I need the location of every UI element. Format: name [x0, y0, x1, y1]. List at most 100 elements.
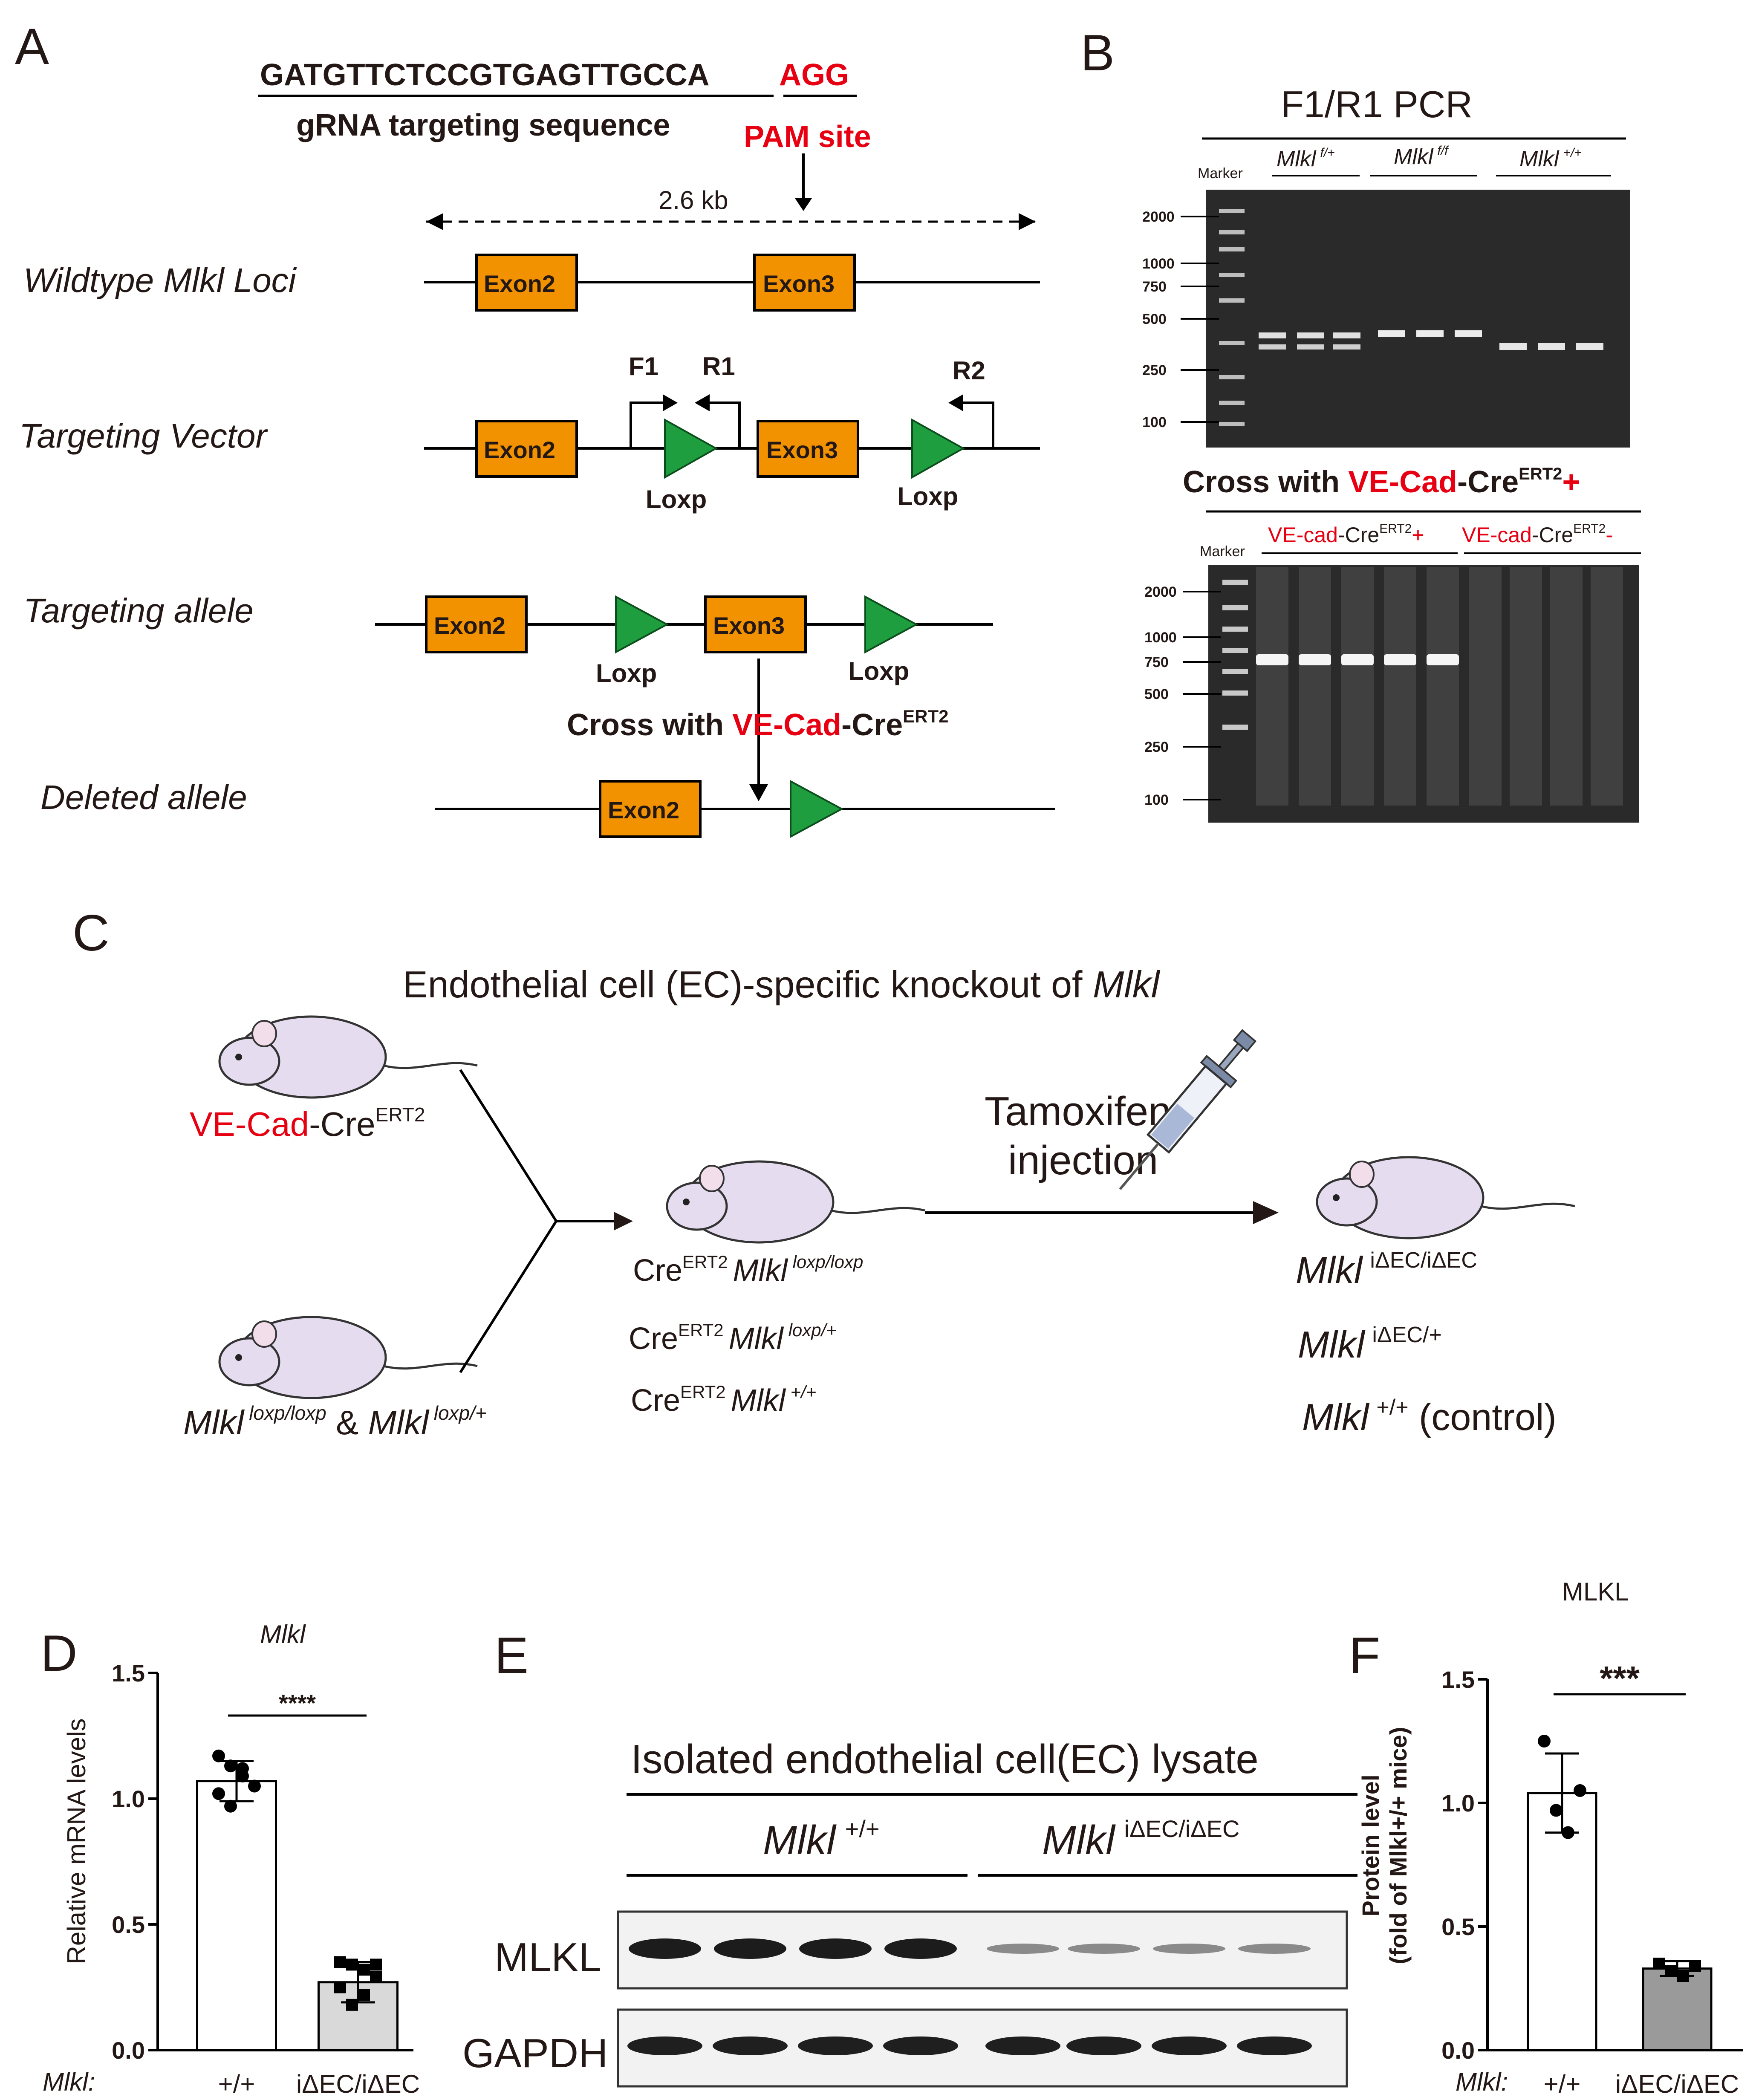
mouse2-geno1: loxp/loxp — [249, 1402, 326, 1424]
mlkl-band — [1068, 1944, 1140, 1954]
panel-c-label: C — [72, 904, 110, 962]
gene: Mlkl — [731, 1384, 786, 1418]
bar — [1527, 1792, 1597, 2051]
loxp-triangle — [864, 595, 918, 654]
dna-band — [1538, 343, 1565, 350]
dna-band — [1416, 330, 1444, 337]
data-point — [1689, 1960, 1701, 1972]
row-vector-label: Targeting Vector — [19, 417, 268, 455]
lane-smear — [1256, 567, 1288, 806]
loxp-label: Loxp — [646, 485, 707, 514]
data-point — [248, 1779, 261, 1793]
lane-smear — [1299, 567, 1331, 806]
cross-label: Cross with VE-Cad-CreERT2 — [567, 706, 949, 742]
geno: +/+ — [1376, 1395, 1408, 1420]
data-point — [212, 1787, 225, 1800]
dna-band — [1333, 344, 1360, 350]
mlkl-band — [884, 1938, 957, 1959]
ladder-band — [1219, 247, 1245, 251]
loxp-triangle — [911, 418, 965, 479]
gel-top-marker-label: Marker — [1198, 165, 1243, 182]
dna-band — [1384, 654, 1416, 665]
gel-top-bands — [1219, 209, 1603, 426]
mlkl-band — [629, 1938, 701, 1959]
geno: loxp/+ — [788, 1320, 837, 1340]
group-sup: ERT2 — [1379, 522, 1412, 536]
chart-f-xprefix: Mlkl: — [1456, 2068, 1508, 2096]
gene: Mlkl — [1302, 1396, 1370, 1438]
dna-band — [1378, 330, 1405, 337]
dna-band — [1333, 332, 1360, 338]
ladder-tick-label: 1000 — [1144, 630, 1177, 646]
gel-bottom-group-2: VE-cad-CreERT2- — [1462, 522, 1613, 547]
blot-group-1: Mlkl+/+ — [763, 1815, 880, 1863]
y-tick-label: 1.0 — [112, 1785, 145, 1812]
chart-d-xprefix: Mlkl: — [43, 2068, 95, 2096]
geno: loxp/loxp — [793, 1252, 864, 1272]
row-deleted-label: Deleted allele — [40, 778, 247, 816]
blot-title: Isolated endothelial cell(EC) lysate — [631, 1736, 1259, 1782]
lane-smear — [1341, 567, 1374, 806]
mlkl-band — [714, 1938, 786, 1959]
data-point — [1562, 1826, 1574, 1839]
blot-mlkl-bands — [629, 1938, 1311, 1959]
ladder-band — [1222, 669, 1248, 674]
gel-top-image — [1206, 190, 1630, 448]
primer-f1-head — [663, 394, 678, 411]
result-genotype-3: Mlkl+/+ (control) — [1302, 1395, 1557, 1438]
ladder-tick-label: 2000 — [1144, 584, 1177, 600]
cre: Cre — [629, 1322, 678, 1356]
pam-arrow-head — [795, 198, 812, 211]
exon2-label: Exon2 — [484, 436, 555, 463]
panel-d-label: D — [40, 1625, 78, 1682]
data-point — [1538, 1735, 1551, 1748]
ladder-band — [1219, 209, 1245, 213]
lane-smear — [1510, 567, 1542, 806]
ladder-band — [1219, 298, 1245, 303]
gene: Mlkl — [729, 1322, 784, 1356]
merge-line-bottom — [459, 1220, 557, 1373]
lane-smear — [1550, 567, 1583, 806]
exon2-box — [475, 254, 578, 312]
cre-sup: ERT2 — [682, 1252, 728, 1272]
exon2-label: Exon2 — [608, 797, 679, 823]
ladder-band — [1222, 580, 1248, 585]
mouse-icon — [218, 1316, 478, 1399]
gel-bottom-group-1: VE-cad-CreERT2+ — [1268, 522, 1424, 547]
ladder-band — [1222, 725, 1248, 730]
bar — [196, 1780, 277, 2051]
group-sup: +/+ — [1563, 146, 1581, 160]
chart-d-ylabel: Relative mRNA levels — [62, 1719, 91, 1964]
mlkl-band — [987, 1944, 1059, 1954]
loxp-triangle — [615, 595, 669, 654]
panel-d: D Mlkl Relative mRNA levels 0.00.51.01.5… — [40, 1620, 420, 2098]
group-gene: Mlkl — [1277, 147, 1317, 171]
data-point — [334, 1981, 346, 1993]
loxp-triangle — [664, 418, 718, 479]
chart-f-ylabel-1: Protein level — [1357, 1774, 1384, 1916]
title-prefix: Endothelial cell (EC)-specific knockout … — [403, 963, 1093, 1005]
cross-plus: + — [1562, 465, 1580, 499]
primer-f1-arrow — [630, 402, 665, 448]
group-sign: + — [1412, 523, 1424, 547]
blot-gapdh-bands — [627, 2036, 1312, 2055]
primer-r1-label: R1 — [702, 352, 735, 381]
y-tick-label: 0.0 — [112, 2037, 145, 2064]
cross-sup: ERT2 — [1519, 465, 1562, 483]
ladder-tick-label: 100 — [1142, 414, 1167, 430]
panel-a-label: A — [15, 18, 49, 75]
lane-smear — [1591, 567, 1623, 806]
gel-top-group-3: Mlkl+/+ — [1519, 146, 1582, 171]
group-red: VE-cad — [1268, 523, 1338, 547]
group-sup: f/f — [1437, 144, 1449, 158]
panel-c-title: Endothelial cell (EC)-specific knockout … — [403, 963, 1161, 1005]
ladder-band — [1222, 648, 1248, 653]
chart-d-title: Mlkl — [260, 1620, 306, 1649]
gapdh-band — [713, 2036, 788, 2055]
ladder-band — [1219, 230, 1245, 234]
exon3-label: Exon3 — [763, 270, 835, 297]
exon2-box — [425, 595, 528, 653]
